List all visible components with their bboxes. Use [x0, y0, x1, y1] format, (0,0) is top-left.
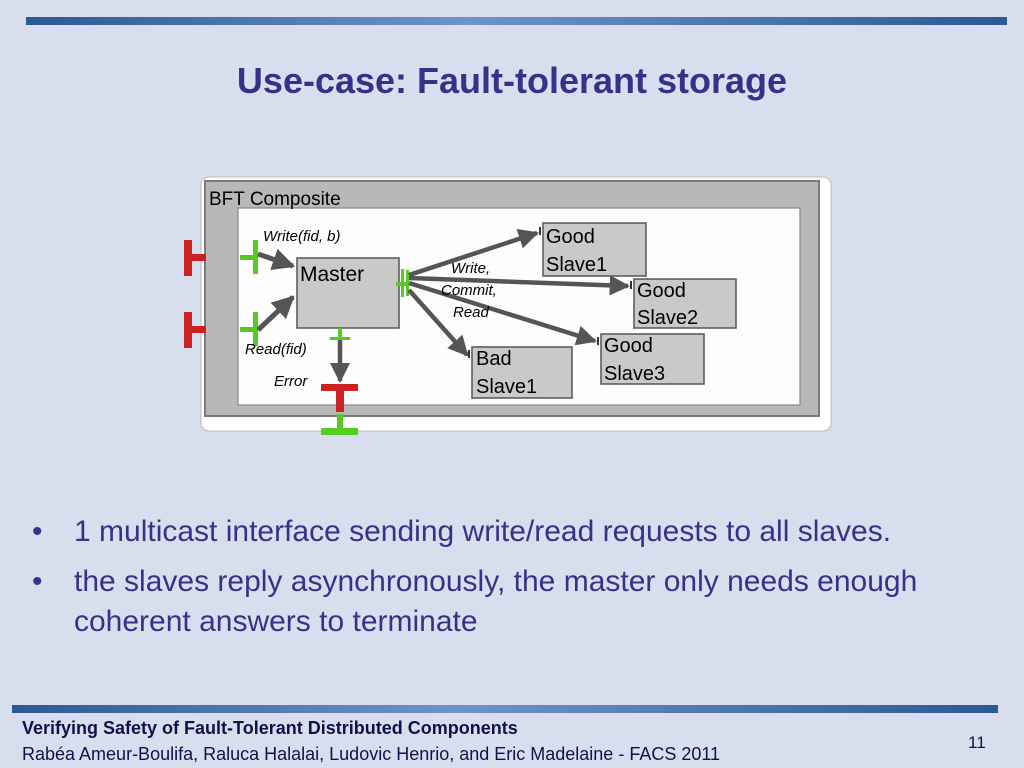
arrow-to-good-slave3 — [408, 280, 597, 346]
page-number: 11 — [968, 733, 986, 752]
master-box — [296, 257, 400, 329]
arrow-to-good-slave2 — [408, 275, 631, 296]
good-slave1-line1: Good — [546, 226, 595, 248]
good-slave3-line1: Good — [604, 335, 653, 357]
write-interface-label: Write(fid, b) — [263, 228, 341, 245]
external-client-interface-read — [184, 312, 206, 348]
footer-authors: Rabéa Ameur-Boulifa, Raluca Halalai, Lud… — [22, 744, 721, 764]
bullet-item-multicast: • 1 multicast interface sending write/re… — [28, 512, 958, 552]
read-interface-label: Read(fid) — [245, 341, 307, 358]
top-decoration-bar — [26, 17, 1007, 25]
error-internal-client-interface — [321, 384, 358, 412]
good-slave1-box — [542, 222, 647, 277]
good-slave2-line2: Slave2 — [637, 307, 698, 329]
bad-slave1-line1: Bad — [476, 348, 512, 370]
bullet-text-async-replies: the slaves reply asynchronously, the mas… — [74, 565, 918, 638]
bullet-marker: • — [32, 565, 43, 598]
footer-title: Verifying Safety of Fault-Tolerant Distr… — [22, 718, 518, 738]
good-slave3-server-tick — [597, 337, 599, 345]
error-external-server-interface — [321, 414, 358, 435]
good-slave1-server-tick — [539, 227, 541, 235]
good-slave3-line2: Slave3 — [604, 363, 665, 385]
good-slave2-server-tick — [630, 281, 632, 289]
arrow-to-bad-slave1 — [407, 288, 469, 357]
good-slave2-line1: Good — [637, 280, 686, 302]
multicast-label-line2: Commit, — [441, 282, 497, 299]
bad-slave1-box — [471, 346, 573, 399]
external-client-interface-write — [184, 240, 206, 276]
good-slave2-box — [633, 278, 737, 329]
write-server-interface — [240, 240, 258, 274]
read-server-interface — [240, 312, 258, 346]
multicast-label-line3: Read — [453, 304, 490, 321]
bullet-list: • 1 multicast interface sending write/re… — [28, 512, 958, 652]
good-slave1-line2: Slave1 — [546, 254, 607, 276]
master-error-interface — [330, 328, 350, 342]
composite-label: BFT Composite — [209, 189, 341, 210]
bullet-item-async-replies: • the slaves reply asynchronously, the m… — [28, 562, 958, 642]
multicast-interface — [396, 269, 409, 297]
bullet-marker: • — [32, 515, 43, 548]
multicast-label-line1: Write, — [451, 260, 490, 277]
slide-title: Use-case: Fault-tolerant storage — [236, 60, 788, 101]
good-slave3-box — [600, 333, 705, 385]
write-arrow — [257, 248, 296, 271]
read-arrow — [256, 295, 295, 332]
master-label: Master — [300, 263, 364, 286]
error-label: Error — [274, 373, 308, 390]
arrow-to-good-slave1 — [408, 229, 539, 278]
bullet-text-multicast: 1 multicast interface sending write/read… — [74, 515, 892, 548]
bottom-decoration-bar — [12, 705, 998, 713]
bad-slave1-line2: Slave1 — [476, 376, 537, 398]
bad-slave1-server-tick — [468, 350, 470, 358]
